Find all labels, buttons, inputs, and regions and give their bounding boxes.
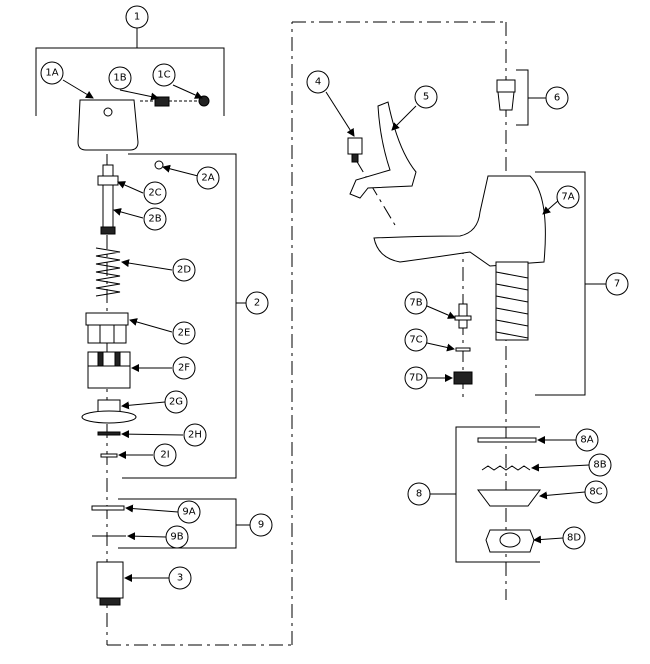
callout-2A: 2A	[196, 166, 220, 190]
part-8B-washer	[481, 465, 531, 471]
svg-text:8B: 8B	[593, 460, 606, 471]
part-2H-washer	[97, 431, 121, 436]
part-8D-locknut	[485, 529, 535, 553]
svg-text:8A: 8A	[580, 435, 593, 446]
svg-text:2F: 2F	[178, 363, 190, 374]
part-2C-stem-top	[97, 164, 119, 186]
part-7D-cap	[453, 371, 473, 385]
svg-text:2: 2	[254, 298, 260, 309]
callout-2E: 2E	[172, 321, 196, 345]
part-4-pin	[347, 137, 363, 163]
svg-text:8C: 8C	[589, 487, 602, 498]
callout-5: 5	[414, 85, 438, 109]
callout-4: 4	[306, 70, 330, 94]
callout-9A: 9A	[177, 500, 201, 524]
callout-1C: 1C	[152, 63, 176, 87]
svg-text:7: 7	[614, 279, 620, 290]
svg-text:7A: 7A	[561, 192, 574, 203]
leader-lines	[62, 79, 590, 582]
part-2E-nut	[85, 312, 129, 344]
svg-text:2I: 2I	[160, 450, 169, 461]
svg-text:7C: 7C	[409, 335, 422, 346]
part-2A-clip	[154, 160, 164, 170]
part-2G-cartridge	[81, 399, 137, 424]
callout-8D: 8D	[562, 526, 586, 550]
callout-8A: 8A	[575, 428, 599, 452]
part-2F-bonnet	[87, 351, 131, 389]
svg-text:4: 4	[315, 77, 321, 88]
svg-text:1B: 1B	[113, 73, 126, 84]
part-7C-o-ring	[455, 347, 471, 352]
callout-8C: 8C	[584, 480, 608, 504]
part-1A-handle	[77, 99, 139, 151]
svg-text:2D: 2D	[177, 265, 191, 276]
svg-text:2B: 2B	[148, 214, 161, 225]
svg-text:1A: 1A	[45, 68, 58, 79]
part-7-faucet-body	[373, 175, 546, 341]
svg-text:1C: 1C	[157, 70, 170, 81]
callout-2F: 2F	[172, 356, 196, 380]
callout-2D: 2D	[172, 258, 196, 282]
part-2I-ring	[100, 453, 118, 458]
callout-2C: 2C	[143, 181, 167, 205]
part-2D-spring	[95, 247, 121, 297]
callout-7D: 7D	[404, 366, 428, 390]
callout-6: 6	[545, 86, 569, 110]
callout-8: 8	[407, 482, 431, 506]
part-2B-stem	[100, 184, 116, 235]
svg-text:9B: 9B	[170, 532, 183, 543]
callout-7: 7	[605, 272, 629, 296]
svg-text:2H: 2H	[188, 430, 202, 441]
callout-2B: 2B	[143, 207, 167, 231]
callout-2I: 2I	[153, 443, 177, 467]
callout-9: 9	[249, 513, 273, 537]
svg-text:8D: 8D	[567, 533, 581, 544]
center-lines	[106, 21, 507, 646]
part-8C-flange	[477, 489, 541, 507]
part-7B-stem	[454, 303, 472, 329]
svg-text:9: 9	[258, 520, 264, 531]
svg-text:2G: 2G	[169, 397, 183, 408]
svg-text:1: 1	[134, 12, 140, 23]
svg-text:7D: 7D	[409, 373, 423, 384]
part-8A-gasket	[477, 437, 537, 443]
callout-7A: 7A	[556, 185, 580, 209]
callout-1A: 1A	[40, 61, 64, 85]
part-1B-set-screw	[140, 96, 198, 107]
part-6-aerator	[496, 79, 516, 111]
svg-text:8: 8	[416, 489, 422, 500]
callout-2G: 2G	[164, 390, 188, 414]
callout-2: 2	[245, 291, 269, 315]
callout-9B: 9B	[165, 525, 189, 549]
svg-text:6: 6	[554, 93, 560, 104]
svg-text:2A: 2A	[201, 173, 214, 184]
part-3-body	[96, 561, 124, 606]
svg-text:2E: 2E	[178, 328, 191, 339]
callout-7C: 7C	[404, 328, 428, 352]
group-brackets	[35, 28, 606, 563]
callout-3: 3	[168, 566, 192, 590]
callout-1: 1	[125, 5, 149, 29]
svg-text:2C: 2C	[148, 188, 161, 199]
svg-text:5: 5	[423, 92, 429, 103]
callout-7B: 7B	[404, 291, 428, 315]
callout-2H: 2H	[183, 423, 207, 447]
callout-1B: 1B	[108, 66, 132, 90]
part-9A-gasket	[91, 505, 125, 511]
svg-text:7B: 7B	[409, 298, 422, 309]
svg-text:9A: 9A	[182, 507, 195, 518]
svg-text:3: 3	[177, 573, 183, 584]
callout-8B: 8B	[588, 453, 612, 477]
